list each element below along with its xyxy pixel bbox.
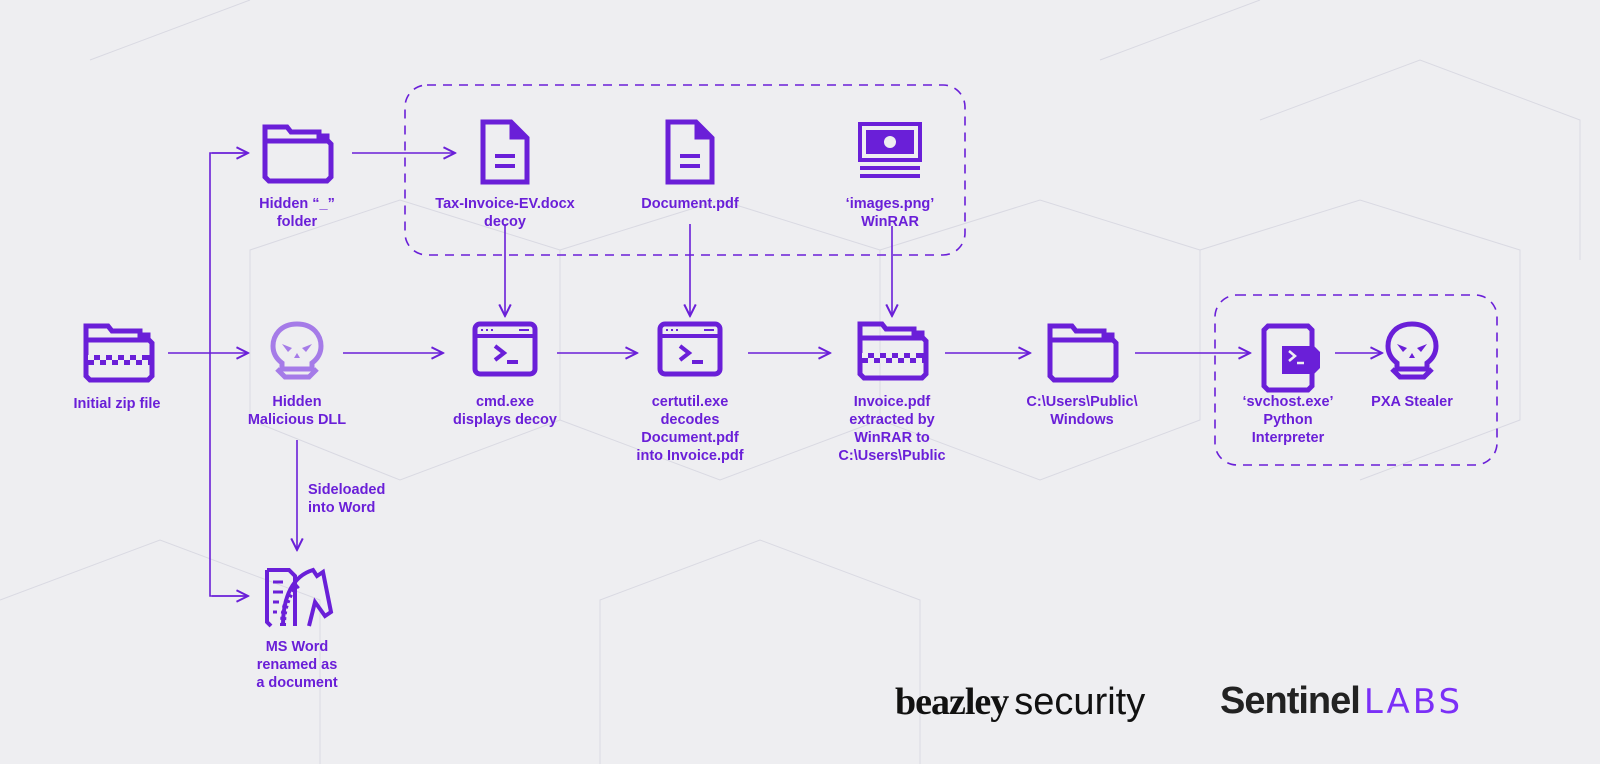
dll-label: Hidden Malicious DLL <box>247 394 347 428</box>
pdf-label: Document.pdf <box>641 196 739 212</box>
folder-icon <box>1050 326 1116 380</box>
logo-security: security <box>1014 681 1146 723</box>
document-icon <box>483 122 527 182</box>
zip-folder-icon <box>858 324 926 378</box>
invoice-label: Invoice.pdf extracted by WinRAR to C:\Us… <box>838 394 946 464</box>
skull-icon <box>273 324 321 377</box>
decoy-files-group <box>404 84 966 256</box>
arrows <box>168 153 1382 596</box>
branch-line <box>209 152 248 597</box>
folder-icon <box>265 127 331 181</box>
logo-sentinel: Sentinel <box>1220 680 1361 722</box>
word-label: MS Word renamed as a document <box>256 639 338 691</box>
payload-group <box>1214 294 1498 466</box>
zip-folder-icon <box>84 326 152 380</box>
svchost-label: ‘svchost.exe’ Python Interpreter <box>1242 394 1334 446</box>
trojan-document-icon <box>265 567 334 628</box>
logo-labs: LABS <box>1363 682 1464 722</box>
document-icon <box>668 122 712 182</box>
terminal-icon <box>475 324 535 374</box>
certutil-label: certutil.exe decodes Document.pdf into I… <box>636 394 744 464</box>
sideload-label: Sideloaded into Word <box>308 482 386 516</box>
terminal-icon <box>660 324 720 374</box>
docx-label: Tax-Invoice-EV.docx decoy <box>435 196 575 230</box>
zip-label: Initial zip file <box>73 396 161 412</box>
png-label: ‘images.png’ WinRAR <box>845 196 935 230</box>
image-stack-icon <box>858 122 922 178</box>
script-file-icon <box>1261 323 1320 393</box>
pxa-label: PXA Stealer <box>1371 394 1453 410</box>
hidden-folder-label: Hidden “_” folder <box>259 196 335 230</box>
logo-beazley: beazley <box>895 681 1009 723</box>
public-label: C:\Users\Public\ Windows <box>1026 394 1138 428</box>
skull-icon <box>1388 324 1436 377</box>
cmd-label: cmd.exe displays decoy <box>453 394 557 428</box>
